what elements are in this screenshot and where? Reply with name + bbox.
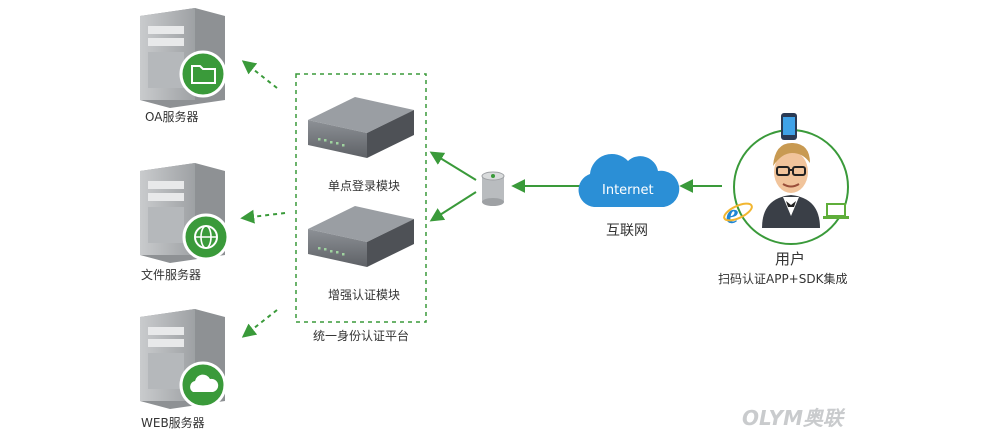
- user-sublabel: 扫码认证APP+SDK集成: [718, 272, 848, 286]
- laptop-icon: [823, 203, 849, 219]
- platform-to-server-arrows: [240, 60, 286, 338]
- internet-label: 互联网: [606, 223, 648, 239]
- file-server: [140, 163, 230, 263]
- folder-icon: [179, 50, 227, 98]
- platform-title: 统一身份认证平台: [313, 329, 410, 343]
- gateway-icon: [481, 171, 505, 206]
- flow-arrows: [429, 151, 722, 222]
- sso-module-label: 单点登录模块: [328, 179, 401, 193]
- internet-cloud: [578, 154, 680, 207]
- browser-icon: e: [723, 199, 753, 230]
- web-server: [140, 309, 227, 409]
- enhanced-auth-module-label: 增强认证模块: [328, 288, 401, 302]
- avatar: [762, 142, 820, 228]
- internet-cloud-text: Internet: [602, 183, 654, 198]
- brand-watermark: OLYM奥联: [742, 406, 844, 430]
- sso-module: [308, 97, 414, 158]
- user-label: 用户: [775, 250, 806, 268]
- platform-boundary: [295, 73, 427, 323]
- enhanced-auth-module: [308, 206, 414, 267]
- phone-icon: [781, 113, 797, 140]
- oa-server-label: OA服务器: [145, 110, 199, 124]
- web-server-label: WEB服务器: [141, 416, 205, 430]
- file-server-label: 文件服务器: [141, 268, 202, 282]
- oa-server: [140, 8, 227, 108]
- svg-text:e: e: [726, 199, 738, 230]
